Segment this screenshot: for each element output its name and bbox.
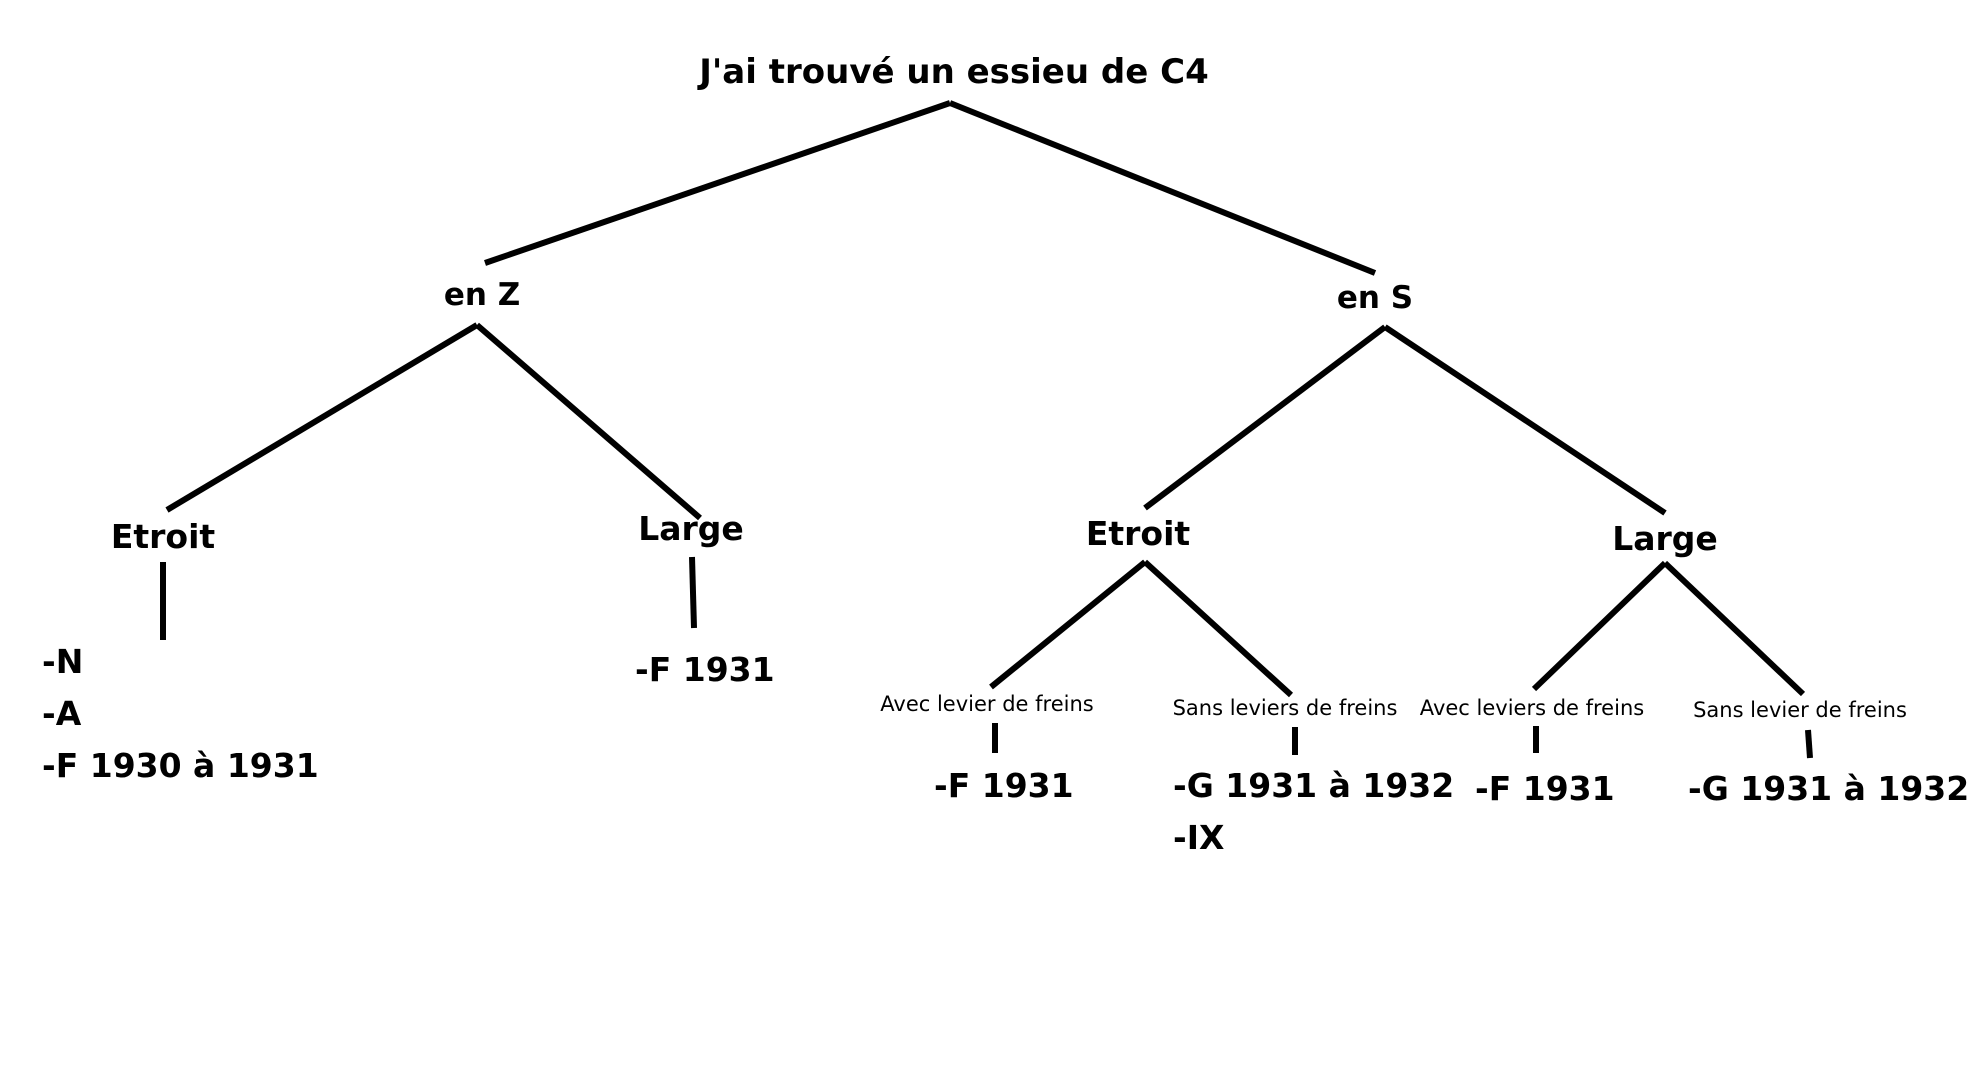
edge-en-z-to-etroit bbox=[165, 322, 479, 513]
node-z-large: Large bbox=[638, 509, 744, 548]
node-s-large-sans-levier: Sans levier de freins bbox=[1693, 698, 1907, 722]
model-list-s-large-avec-leviers: -F 1931 bbox=[1475, 763, 1615, 815]
node-s-etroit-sans-leviers: Sans leviers de freins bbox=[1172, 696, 1398, 720]
model-item: -F 1931 bbox=[934, 766, 1074, 805]
model-list-z-etroit: -N -A -F 1930 à 1931 bbox=[42, 636, 319, 792]
model-item: -A bbox=[42, 694, 82, 733]
tree-root-title: J'ai trouvé un essieu de C4 bbox=[699, 52, 1209, 92]
edge-z-large-to-models bbox=[689, 556, 697, 629]
node-en-z: en Z bbox=[443, 277, 521, 313]
node-s-etroit-avec-levier: Avec levier de freins bbox=[880, 692, 1094, 716]
node-en-s: en S bbox=[1336, 280, 1414, 316]
node-s-large-avec-leviers: Avec leviers de freins bbox=[1419, 696, 1645, 720]
edge-root-to-en-s bbox=[948, 100, 1377, 276]
model-list-s-etroit-sans-leviers: -G 1931 à 1932 -IX bbox=[1173, 760, 1454, 864]
model-list-s-etroit-avec-levier: -F 1931 bbox=[934, 760, 1074, 812]
edge-sans-levier-to-models bbox=[1805, 729, 1813, 759]
node-s-large: Large bbox=[1612, 519, 1718, 558]
model-item: -F 1930 à 1931 bbox=[42, 746, 319, 785]
edge-s-etroit-to-avec bbox=[989, 559, 1147, 690]
edge-s-large-to-avec bbox=[1531, 560, 1668, 692]
tree-connector-lines bbox=[160, 100, 1813, 759]
edge-en-s-to-etroit bbox=[1143, 324, 1387, 511]
model-item: -G 1931 à 1932 bbox=[1688, 769, 1969, 808]
model-item: -IX bbox=[1173, 818, 1225, 857]
model-item: -N bbox=[42, 642, 84, 681]
edge-s-large-to-sans bbox=[1662, 560, 1806, 697]
model-list-s-large-sans-levier: -G 1931 à 1932 bbox=[1688, 763, 1969, 815]
edge-s-etroit-to-sans bbox=[1142, 559, 1294, 698]
model-item: -G 1931 à 1932 bbox=[1173, 766, 1455, 805]
model-item: -F 1931 bbox=[635, 650, 775, 689]
edge-en-s-to-large bbox=[1383, 324, 1667, 516]
model-item: -F 1931 bbox=[1475, 769, 1615, 808]
edge-en-z-to-large bbox=[475, 322, 702, 521]
edge-root-to-en-z bbox=[484, 100, 951, 266]
node-s-etroit: Etroit bbox=[1085, 514, 1191, 553]
node-z-etroit: Etroit bbox=[110, 517, 216, 556]
model-list-z-large: -F 1931 bbox=[635, 644, 775, 696]
